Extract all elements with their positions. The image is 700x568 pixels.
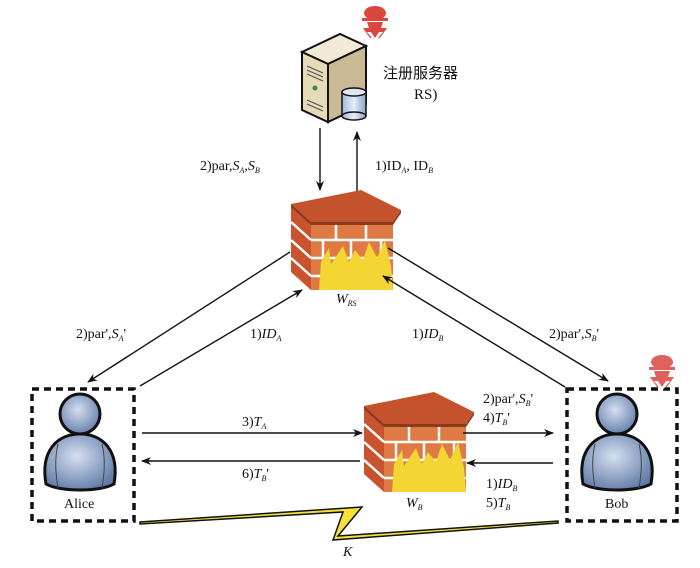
label-bob-to-wb-1: 1)IDB xyxy=(486,477,518,493)
server-label: 注册服务器 xyxy=(383,64,459,82)
label-server-to-wrs: 2)par,SA,SB xyxy=(200,159,260,175)
bob-icon xyxy=(580,392,654,492)
label-alice-to-wb: 3)TA xyxy=(242,415,267,431)
label-wb-to-bob-1: 2)par',SB' xyxy=(483,392,533,408)
firewall-rs-icon xyxy=(289,188,403,292)
alice-icon xyxy=(43,392,117,492)
label-alice-to-wrs: 1)IDA xyxy=(250,327,282,343)
arrow-wrs-to-bob xyxy=(387,247,609,382)
server-icon xyxy=(299,32,369,124)
server-label-sub: RS) xyxy=(414,87,438,103)
alice-box xyxy=(30,387,136,523)
label-bob-to-wb-2: 5)TB xyxy=(486,496,511,512)
key-link-lightning-icon xyxy=(139,506,559,541)
arrow-alice-to-wrs xyxy=(139,289,303,387)
firewall-b-icon xyxy=(362,390,476,494)
label-wrs-to-server: 1)IDA, IDB xyxy=(375,159,433,175)
label-wb-to-alice: 6)TB' xyxy=(242,467,269,483)
arrow-bob-to-wrs xyxy=(382,275,566,388)
label-wrs-to-bob: 2)par',SB' xyxy=(549,327,599,343)
attacker-icon-server xyxy=(362,6,388,42)
key-label: K xyxy=(343,545,353,560)
label-wrs-to-alice: 2)par',SA' xyxy=(76,327,126,343)
label-wb-to-bob-2: 4)TB' xyxy=(483,411,510,427)
database-icon xyxy=(341,87,367,121)
label-bob-to-wrs: 1)IDB xyxy=(412,327,444,343)
bob-box xyxy=(565,387,679,523)
firewall-rs-label: WRS xyxy=(336,292,357,308)
arrow-wrs-to-alice xyxy=(87,251,291,383)
attacker-icon-bob xyxy=(649,355,675,391)
firewall-b-label: WB xyxy=(406,496,423,512)
bob-label: Bob xyxy=(605,497,629,512)
alice-label: Alice xyxy=(64,497,95,512)
